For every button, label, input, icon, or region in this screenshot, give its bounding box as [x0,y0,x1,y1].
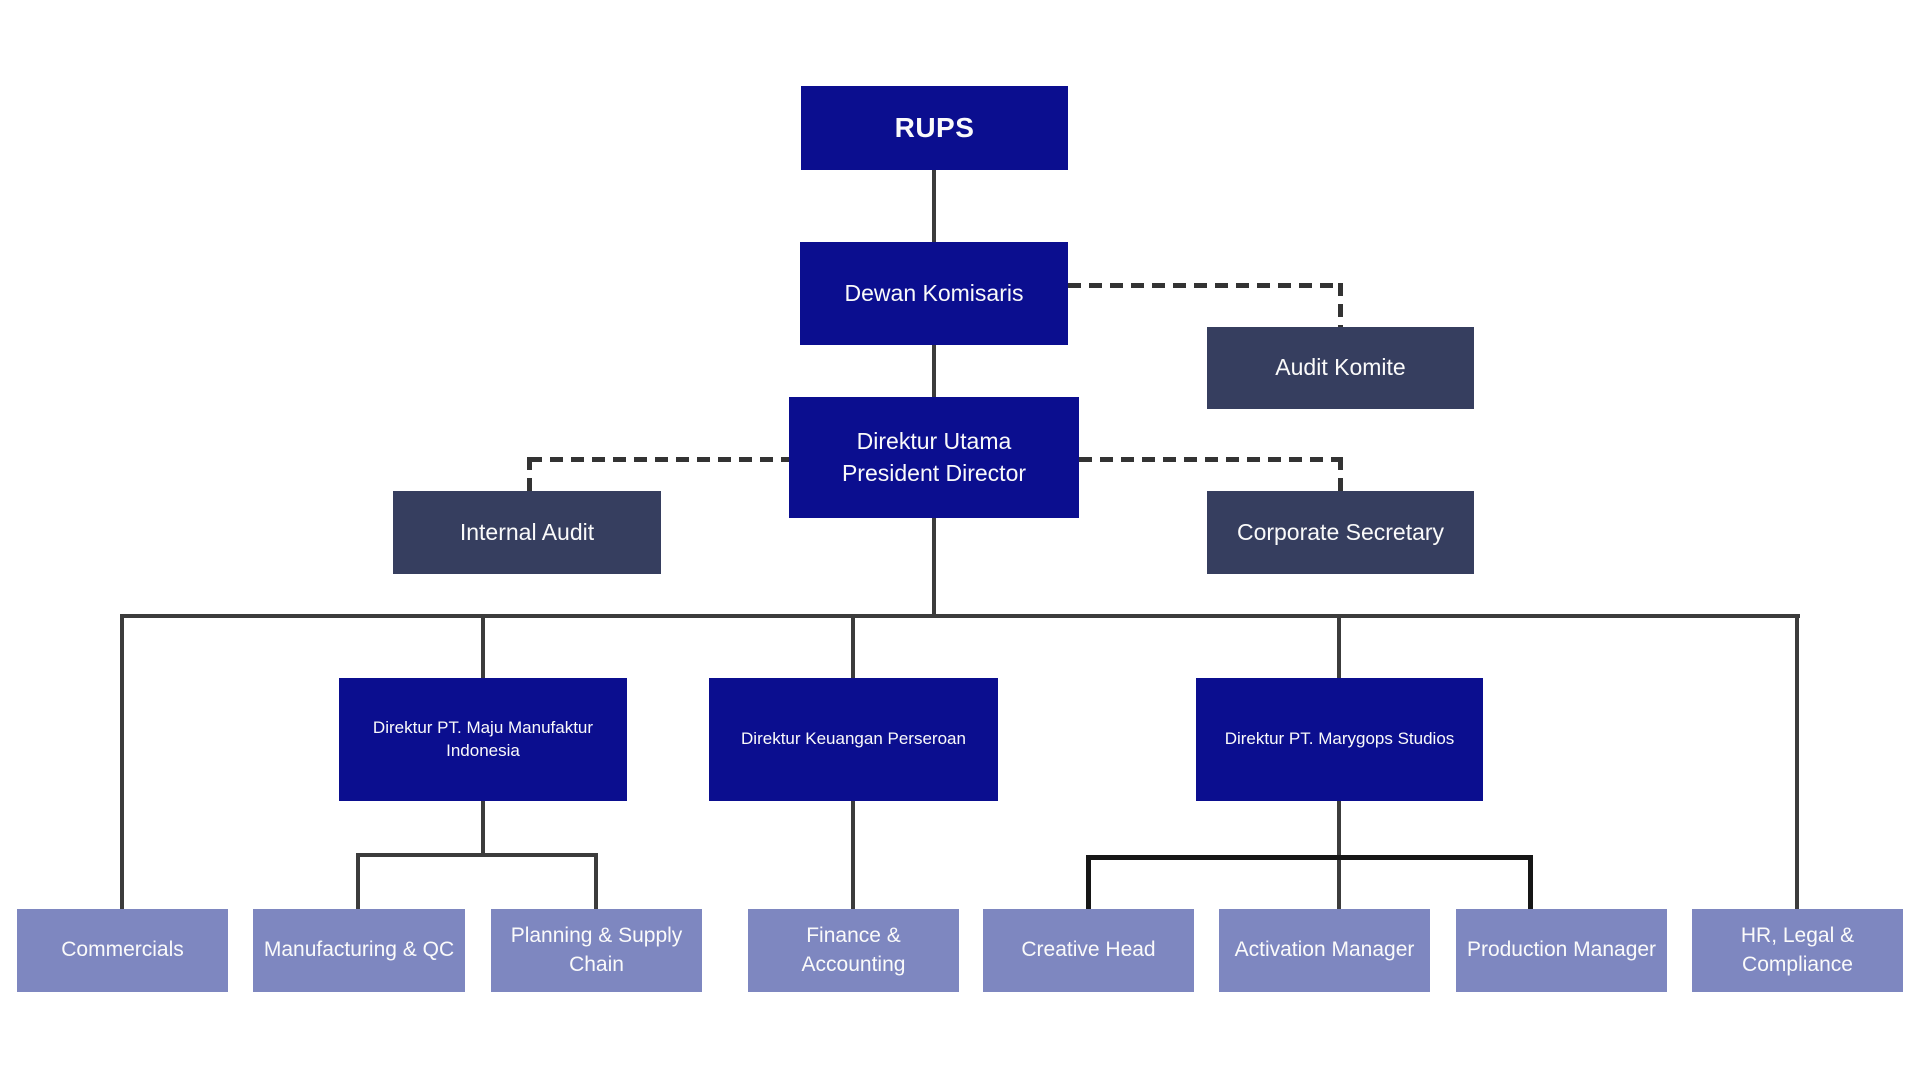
node-creative-head: Creative Head [983,909,1194,992]
node-planning-supply-chain-label: Planning & Supply Chain [510,924,683,976]
node-direktur-marygops: Direktur PT. Marygops Studios [1196,678,1483,801]
dashed-connector-utama-internal-horizontal [529,457,789,462]
node-internal-audit: Internal Audit [393,491,661,574]
node-manufacturing-qc: Manufacturing & QC [253,909,465,992]
dashed-connector-dewan-audit-horizontal [1068,283,1340,288]
node-direktur-utama: Direktur Utama President Director [789,397,1079,518]
node-dewan-komisaris-label: Dewan Komisaris [844,279,1024,306]
node-rups-label: RUPS [894,112,975,144]
node-commercials: Commercials [17,909,228,992]
connector-dewan-utama [932,345,936,397]
node-planning-supply-chain: Planning & Supply Chain [491,909,702,992]
node-activation-manager: Activation Manager [1219,909,1430,992]
node-hr-legal-compliance: HR, Legal & Compliance [1692,909,1903,992]
connector-marygops-horizontal [1086,855,1533,860]
connector-utama-stem [932,518,936,616]
dashed-connector-utama-corpsec-vertical [1338,457,1343,491]
connector-rups-dewan [932,170,936,242]
node-activation-manager-label: Activation Manager [1234,938,1415,962]
node-direktur-keuangan: Direktur Keuangan Perseroan [709,678,998,801]
node-hr-legal-compliance-label: HR, Legal & Compliance [1740,924,1855,976]
node-finance-accounting: Finance & Accounting [748,909,959,992]
node-dewan-komisaris: Dewan Komisaris [800,242,1068,345]
node-audit-komite: Audit Komite [1207,327,1474,409]
connector-drop-direktur-marygops [1337,614,1341,678]
node-direktur-keuangan-label: Direktur Keuangan Perseroan [741,729,966,749]
dashed-connector-dewan-audit-vertical [1338,283,1343,327]
node-audit-komite-label: Audit Komite [1275,354,1406,381]
connector-drop-manufacturing [356,853,360,909]
connector-maju-horizontal [356,853,598,857]
connector-maju-stem [481,801,485,857]
node-finance-accounting-label: Finance & Accounting [801,924,906,976]
dashed-connector-utama-internal-vertical [527,457,532,491]
node-production-manager-label: Production Manager [1466,938,1657,962]
node-manufacturing-qc-label: Manufacturing & QC [263,938,455,962]
node-creative-head-label: Creative Head [1021,938,1156,962]
node-direktur-utama-label: Direktur Utama President Director [841,428,1027,486]
connector-main-horizontal [120,614,1800,618]
node-corporate-secretary: Corporate Secretary [1207,491,1474,574]
connector-drop-direktur-maju [481,614,485,678]
node-internal-audit-label: Internal Audit [459,518,595,545]
node-rups: RUPS [801,86,1068,170]
connector-drop-production-manager [1528,855,1533,909]
connector-drop-hr [1795,614,1799,909]
connector-drop-finance [851,801,855,909]
dashed-connector-utama-corpsec-horizontal [1079,457,1340,462]
node-direktur-maju: Direktur PT. Maju Manufaktur Indonesia [339,678,627,801]
connector-drop-direktur-keuangan [851,614,855,678]
node-direktur-maju-label: Direktur PT. Maju Manufaktur Indonesia [372,717,594,760]
connector-drop-planning [594,853,598,909]
node-commercials-label: Commercials [61,938,184,962]
node-direktur-marygops-label: Direktur PT. Marygops Studios [1224,729,1455,749]
connector-drop-creative-head [1086,855,1091,909]
node-corporate-secretary-label: Corporate Secretary [1236,518,1445,545]
connector-drop-commercials [120,614,124,909]
node-production-manager: Production Manager [1456,909,1667,992]
